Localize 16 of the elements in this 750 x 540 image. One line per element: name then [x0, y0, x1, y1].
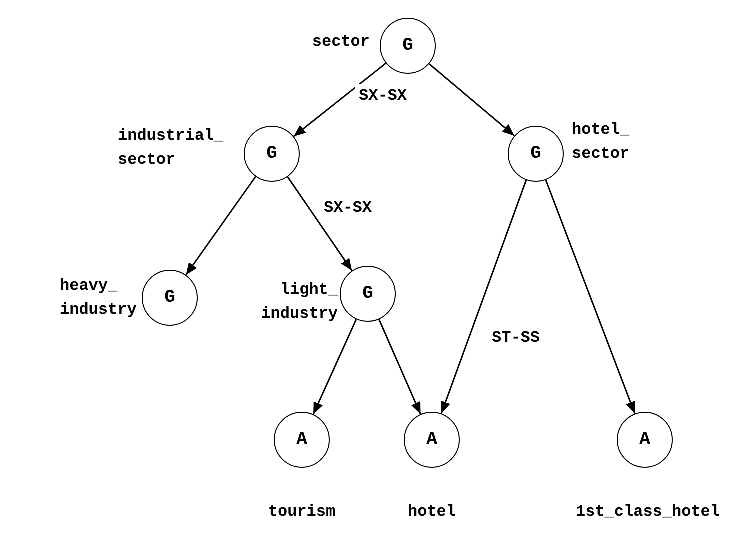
- arrow: [287, 176, 353, 272]
- arrow: [545, 180, 636, 414]
- arrow: [293, 62, 387, 138]
- arrow: [312, 319, 358, 415]
- node-caption: heavy_ industry: [60, 276, 138, 321]
- arrow: [186, 176, 256, 276]
- node-caption: light_ industry: [260, 280, 338, 325]
- node-caption: sector: [311, 32, 370, 53]
- node-caption: 1st_class_hotel: [574, 502, 722, 523]
- node-caption: hotel_ sector: [572, 120, 631, 165]
- arrow: [440, 180, 528, 414]
- arrow: [378, 319, 422, 415]
- arrow: [428, 63, 516, 137]
- node-caption: hotel: [406, 502, 457, 523]
- node-caption: industrial_ sector: [118, 126, 225, 171]
- node-caption: tourism: [267, 502, 337, 523]
